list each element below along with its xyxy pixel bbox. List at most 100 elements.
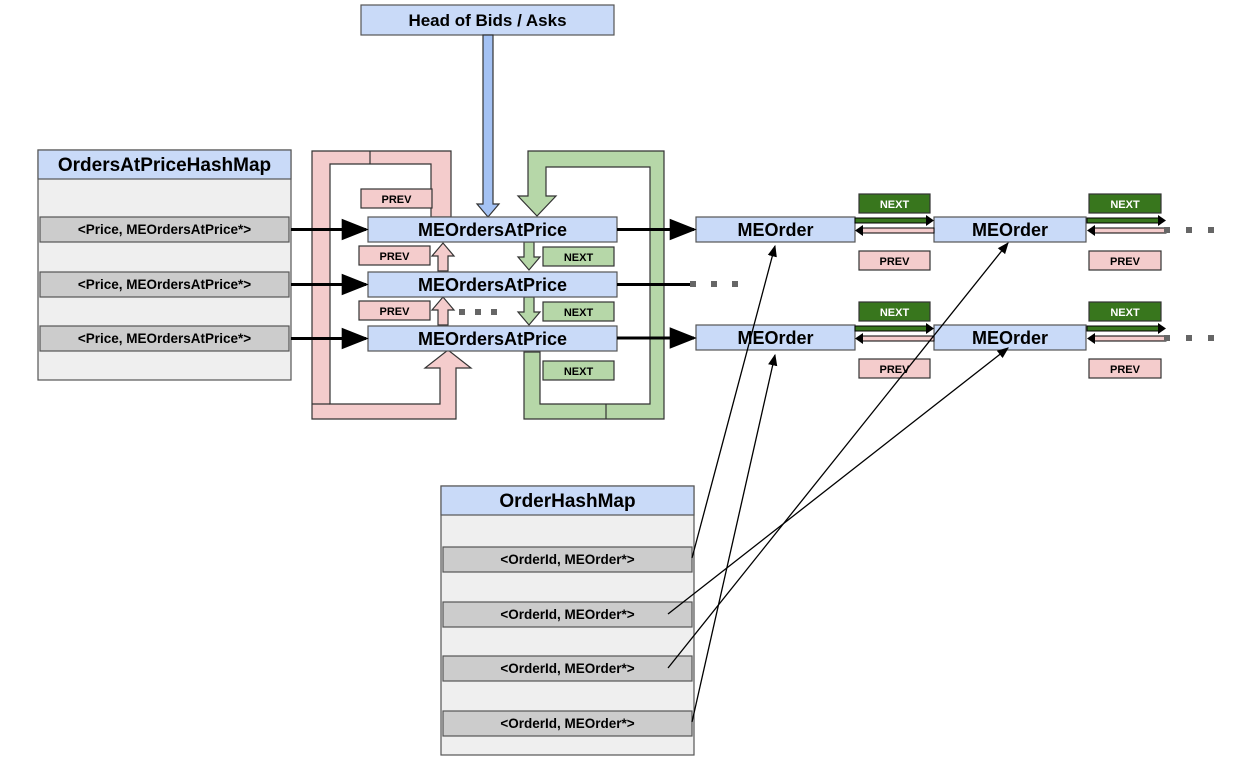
next-tag-label: NEXT — [880, 307, 910, 319]
orders-at-price-hash-map-rows: <Price, MEOrdersAtPrice*> <Price, MEOrder… — [39, 216, 290, 352]
ellipsis-dots — [491, 309, 497, 315]
orders-at-price-hash-map-title: OrdersAtPriceHashMap — [58, 155, 271, 176]
ellipsis-dots — [459, 309, 465, 315]
me-order-label: MEOrder — [972, 328, 1048, 348]
order-hash-map-title: OrderHashMap — [499, 491, 635, 512]
next-tag-label: NEXT — [880, 199, 910, 211]
next-tag — [858, 193, 931, 214]
order-hash-map: OrderHashMap <OrderId, MEOrder*><OrderId… — [440, 485, 695, 756]
order-pointer-arrow — [691, 244, 777, 559]
hash-map-entry — [39, 325, 290, 352]
prev-tag — [858, 358, 931, 379]
prev-tag-label: PREV — [1110, 256, 1141, 268]
level2-to-level1-up-arrow-icon — [430, 242, 456, 272]
prev-tag — [1088, 250, 1162, 271]
orders-at-price-hash-map-header — [37, 149, 292, 180]
order-pointer-arrow — [691, 353, 778, 723]
hash-map-entry-label: <Price, MEOrdersAtPrice*> — [78, 222, 251, 237]
next-tag — [542, 301, 615, 322]
ellipsis-dots — [1164, 227, 1170, 233]
ellipsis-dots — [1186, 227, 1192, 233]
left-arrow-icon — [855, 225, 863, 236]
prev-tag-label: PREV — [880, 256, 911, 268]
level3-to-level2-up-arrow-icon — [430, 296, 456, 326]
order-hash-map-entry-label: <OrderId, MEOrder*> — [500, 552, 634, 567]
prev-tag — [358, 245, 431, 266]
hash-map-entry — [39, 271, 290, 298]
order-hash-map-rows: <OrderId, MEOrder*> <OrderId, MEOrder*> <O… — [442, 546, 693, 737]
right-arrow-icon — [926, 323, 934, 334]
order-hash-map-entry — [442, 601, 693, 628]
me-orders-at-price-label: MEOrdersAtPrice — [418, 220, 567, 240]
me-orders-at-price-label: MEOrdersAtPrice — [418, 275, 567, 295]
ellipsis-dots — [1186, 335, 1192, 341]
left-arrow-icon — [1087, 333, 1095, 344]
next-tag — [1088, 193, 1162, 214]
prev-link — [860, 335, 935, 342]
head-of-bids-asks: Head of Bids / Asks — [360, 4, 615, 36]
head-label: Head of Bids / Asks — [408, 11, 566, 30]
prev-tag-label: PREV — [880, 364, 911, 376]
prev-tag — [360, 188, 433, 209]
ellipsis-dots — [732, 281, 738, 287]
order-hash-map-header — [440, 485, 695, 516]
prev-link — [1092, 227, 1167, 234]
orders-at-price-hash-map: OrdersAtPriceHashMap <Price, MEOrdersAtP… — [37, 149, 292, 381]
next-tag-label: NEXT — [1110, 307, 1140, 319]
me-order-label: MEOrder — [737, 220, 813, 240]
prev-tag — [1088, 358, 1162, 379]
left-arrow-icon — [1087, 225, 1095, 236]
order-hash-map-entry-label: <OrderId, MEOrder*> — [500, 716, 634, 731]
head-box — [360, 4, 615, 36]
next-tag — [542, 360, 615, 381]
left-arrow-icon — [855, 333, 863, 344]
order-hash-map-entry-label: <OrderId, MEOrder*> — [500, 607, 634, 622]
next-link — [1086, 217, 1161, 224]
order-pointer-arrow — [667, 347, 1009, 615]
link-tags: PREV PREV PREV NEXT NEXT NEXT NEXT PREV NEXT PREV… — [358, 188, 1162, 381]
ellipsis-dots — [1164, 335, 1170, 341]
order-hash-map-entry — [442, 710, 693, 737]
next-tag — [1088, 301, 1162, 322]
me-order-box — [933, 324, 1087, 351]
next-link — [854, 217, 929, 224]
order-hash-map-entry — [442, 546, 693, 573]
prev-tag-label: PREV — [382, 194, 413, 206]
level1-to-level2-down-arrow-icon — [516, 241, 542, 271]
me-order-label: MEOrder — [972, 220, 1048, 240]
prev-link — [1092, 335, 1167, 342]
prev-tag — [358, 300, 431, 321]
ellipsis-dots — [1208, 227, 1214, 233]
next-tag — [858, 301, 931, 322]
right-arrow-icon — [1158, 215, 1166, 226]
prev-tag — [858, 250, 931, 271]
hash-map-entry-label: <Price, MEOrdersAtPrice*> — [78, 331, 251, 346]
price-levels: MEOrdersAtPriceMEOrdersAtPriceMEOrdersAt… — [367, 216, 618, 352]
next-loop-pipe-down-arrow-icon — [516, 150, 665, 420]
next-tag — [542, 246, 615, 267]
next-link — [854, 325, 929, 332]
me-order-box — [695, 216, 856, 243]
connectors — [291, 215, 1214, 723]
hash-map-entry — [39, 216, 290, 243]
right-arrow-icon — [1158, 323, 1166, 334]
ellipsis-dots — [1208, 335, 1214, 341]
ellipsis-dots — [475, 309, 481, 315]
next-link — [1086, 325, 1161, 332]
next-tag-label: NEXT — [564, 307, 594, 319]
hash-map-entry-label: <Price, MEOrdersAtPrice*> — [78, 277, 251, 292]
me-orders-at-price-box — [367, 271, 618, 298]
prev-tag-label: PREV — [1110, 364, 1141, 376]
next-tag-label: NEXT — [564, 366, 594, 378]
head-pipe-down-arrow-icon — [475, 34, 501, 218]
next-tag-label: NEXT — [564, 252, 594, 264]
prev-tag-label: PREV — [380, 251, 411, 263]
ellipsis-dots — [690, 281, 696, 287]
prev-link — [860, 227, 935, 234]
ellipsis-dots — [711, 281, 717, 287]
me-orders-at-price-label: MEOrdersAtPrice — [418, 329, 567, 349]
me-order-box — [695, 324, 856, 351]
level2-to-level3-down-arrow-icon — [516, 296, 542, 326]
